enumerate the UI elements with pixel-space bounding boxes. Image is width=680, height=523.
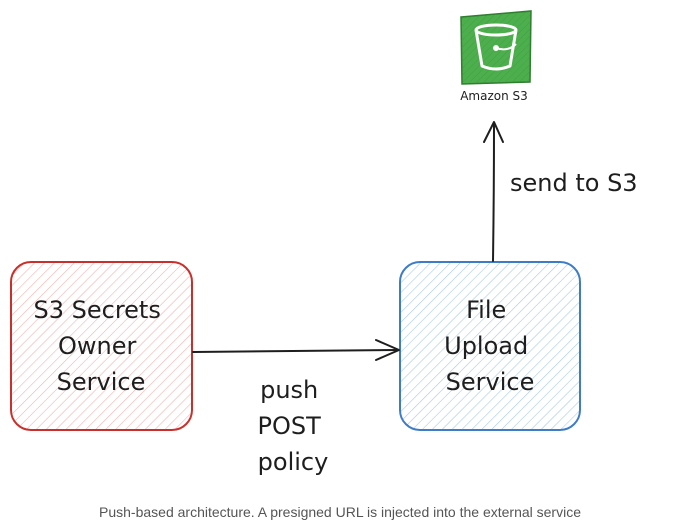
owner-service-label-line-2: Owner: [58, 332, 136, 360]
push-post-policy-edge: push POST policy: [192, 339, 400, 476]
owner-service-label-line-3: Service: [57, 368, 146, 396]
amazon-s3-node: Amazon S3: [460, 10, 532, 103]
owner-service-label-line-1: S3 Secrets: [34, 296, 161, 324]
svg-text:push POST policy: push POST policy: [258, 376, 329, 476]
s3-secrets-owner-service-node: S3 Secrets Owner Service: [10, 261, 193, 431]
upload-service-box: [399, 261, 581, 431]
send-to-s3-label: send to S3: [510, 169, 638, 197]
svg-text:S3 Secrets Owner S: S3 Secrets Owner Service: [34, 296, 169, 396]
push-arrow-line: [192, 349, 399, 353]
send-arrow-head: [483, 121, 504, 143]
figure-caption: Push-based architecture. A presigned URL…: [99, 504, 581, 520]
s3-bucket-icon: [460, 10, 532, 85]
file-upload-service-node: File Upload Service: [399, 261, 581, 431]
push-arrow-head: [375, 339, 400, 361]
owner-service-box: [10, 261, 193, 431]
svg-text:File Upload Servic: File Upload Service: [444, 296, 536, 396]
send-to-s3-edge: send to S3: [483, 121, 638, 262]
architecture-diagram: S3 Secrets Owner Service File Upload Ser…: [10, 10, 638, 476]
send-arrow-line: [492, 123, 495, 262]
amazon-s3-label: Amazon S3: [460, 89, 528, 103]
push-label-line-2: POST: [258, 412, 322, 440]
upload-service-label-line-2: Upload: [444, 332, 528, 360]
push-label-line-1: push: [260, 376, 318, 404]
upload-service-label-line-1: File: [466, 296, 506, 324]
upload-service-label-line-3: Service: [446, 368, 535, 396]
push-label-line-3: policy: [258, 448, 329, 476]
